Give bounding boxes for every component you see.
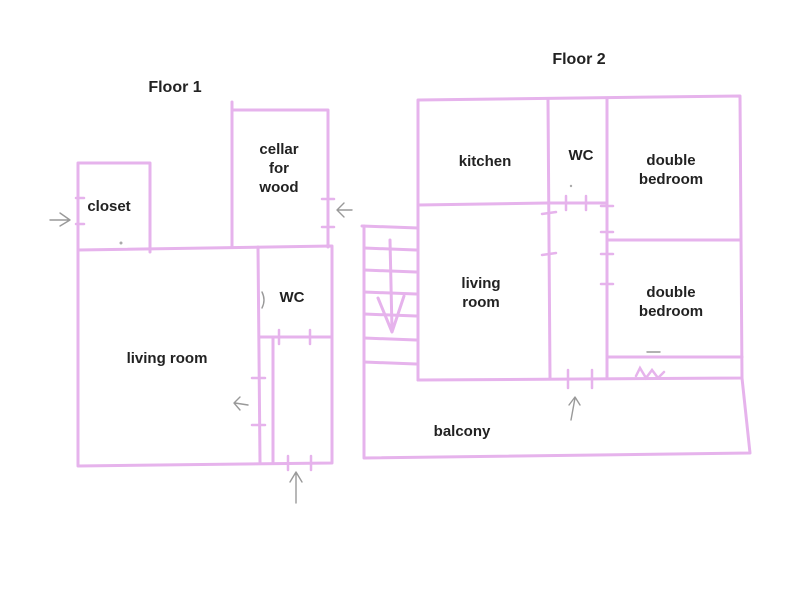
floor2-walls <box>360 94 752 460</box>
arrow-right-icon <box>49 212 71 227</box>
room-label-line: for <box>268 160 289 177</box>
stairs-arrow-down-icon <box>376 238 406 334</box>
room-label-balcony: balcony <box>433 423 491 440</box>
room-label-line: wood <box>259 179 299 196</box>
room-label-line: bedroom <box>638 171 704 188</box>
stairs <box>362 238 418 366</box>
wc-left-wall <box>256 245 262 464</box>
room-label-line: double <box>646 284 696 301</box>
floor1-door-ticks <box>74 196 336 472</box>
floor1-title: Floor 1 <box>148 79 202 96</box>
room-label-line: room <box>462 294 500 311</box>
stair-step <box>362 336 418 342</box>
room-label-kitchen: kitchen <box>458 153 512 170</box>
room-label-living-room: living room <box>126 350 208 367</box>
floor1-arrows <box>49 202 353 504</box>
arrow-up-icon <box>289 471 303 504</box>
closet-corner-mark <box>119 241 123 245</box>
balcony-walls <box>362 224 752 460</box>
arrow-left-icon <box>336 202 353 218</box>
room-label-double-bedroom: double bedroom <box>639 151 703 189</box>
kitchen-wc-wall <box>546 98 552 380</box>
living-room-outer-walls <box>76 244 334 468</box>
room-label-living-room: living room <box>461 274 500 312</box>
closet-walls <box>76 161 152 254</box>
wc-corner-mark <box>569 184 573 188</box>
room-label-wc: WC <box>279 289 305 306</box>
stairs-walls <box>360 224 420 382</box>
floor1-walls <box>76 100 334 468</box>
room-label-line: living <box>461 275 501 292</box>
room-label-line: cellar <box>259 141 299 158</box>
floor2-door-ticks <box>540 194 666 390</box>
bedroom-balcony-door-mark <box>634 365 666 381</box>
stair-step <box>362 360 418 366</box>
kitchen-door-tick <box>540 210 558 216</box>
room-label-wc: WC <box>568 147 594 164</box>
floor2-top-walls <box>416 94 744 382</box>
stair-step <box>362 312 418 318</box>
arrow-left-icon <box>233 396 249 411</box>
floor2-title: Floor 2 <box>552 51 606 68</box>
room-label-double-bedroom: double bedroom <box>639 283 703 321</box>
floor2-arrows <box>568 184 661 421</box>
cellar-walls <box>230 100 330 249</box>
room-label-closet: closet <box>87 198 131 215</box>
kitchen-bottom-wall <box>416 201 550 207</box>
room-label-cellar: cellar for wood <box>259 140 298 197</box>
room-label-line: bedroom <box>638 303 704 320</box>
wc-door-swing-icon <box>261 291 265 309</box>
kitchen-door-tick <box>540 251 558 257</box>
room-label-line: double <box>646 152 696 169</box>
arrow-up-icon <box>568 396 581 421</box>
